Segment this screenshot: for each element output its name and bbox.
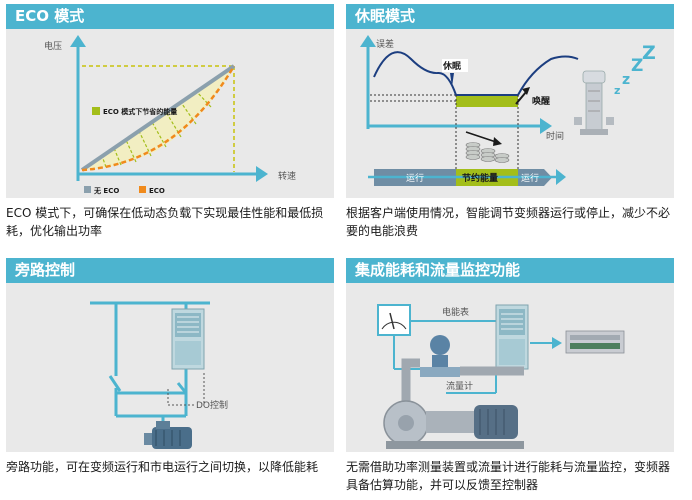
- panel-sleep-mode: 休眠模式 休眠 唤醒: [346, 4, 674, 238]
- panel-eco-mode: ECO 模式: [6, 4, 334, 238]
- meter-label: 电能表: [442, 306, 469, 318]
- sleep-z-icon: z: [614, 84, 620, 97]
- panel-energy-flow-monitoring: 集成能耗和流量监控功能 电能表: [346, 258, 674, 492]
- sleep-y-label: 误差: [376, 38, 394, 50]
- monitoring-diagram: 电能表 流量计: [346, 283, 674, 452]
- sleep-x-label: 时间: [546, 130, 564, 142]
- eco-chart: ECO 模式下节省的能量 电压 转速 无 ECO ECO: [6, 29, 334, 198]
- sleep-z-icon: Z: [642, 42, 656, 64]
- panel-caption: 旁路功能，可在变频运行和市电运行之间切换，以降低能耗: [6, 460, 319, 474]
- eco-annotation: ECO 模式下节省的能量: [103, 107, 177, 116]
- wake-label: 唤醒: [532, 95, 550, 107]
- sleep-label: 休眠: [442, 60, 461, 72]
- panel-caption: 无需借助功率测量装置或流量计进行能耗与流量监控，变频器具备估算功能，并可以反馈至…: [346, 460, 671, 492]
- bar-save: 节约能量: [462, 172, 498, 184]
- sleep-chart: 休眠 唤醒 运行 节约能量 运行 误差: [346, 29, 674, 198]
- eco-y-label: 电压: [44, 40, 62, 52]
- panel-title: 休眠模式: [346, 4, 674, 36]
- flow-label: 流量计: [446, 380, 473, 392]
- meter-icon: [377, 304, 411, 336]
- bar-run-1: 运行: [406, 172, 424, 184]
- flowmeter-icon: [420, 335, 460, 377]
- motor-icon: [144, 421, 192, 449]
- panel-caption: 根据客户端使用情况，智能调节变频器运行或停止，减少不必要的电能浪费: [346, 206, 671, 238]
- panel-bypass-control: 旁路控制 DO控制: [6, 258, 334, 474]
- panel-title: 旁路控制: [6, 258, 334, 290]
- bypass-diagram: DO控制: [6, 283, 334, 452]
- pump-icon: [574, 70, 614, 135]
- do-control-label: DO控制: [196, 399, 228, 411]
- legend-eco: ECO: [149, 187, 165, 195]
- panel-caption: ECO 模式下，可确保在低动态负载下实现最佳性能和最低损耗，优化输出功率: [6, 206, 324, 238]
- panel-title: 集成能耗和流量监控功能: [346, 258, 674, 290]
- sleep-z-icon: Z: [631, 56, 643, 76]
- legend-no-eco: 无 ECO: [93, 187, 119, 195]
- controller-icon: [565, 330, 625, 354]
- eco-x-label: 转速: [278, 170, 296, 182]
- bar-run-2: 运行: [521, 172, 539, 184]
- panel-title: ECO 模式: [6, 4, 334, 36]
- sleep-z-icon: z: [622, 72, 630, 88]
